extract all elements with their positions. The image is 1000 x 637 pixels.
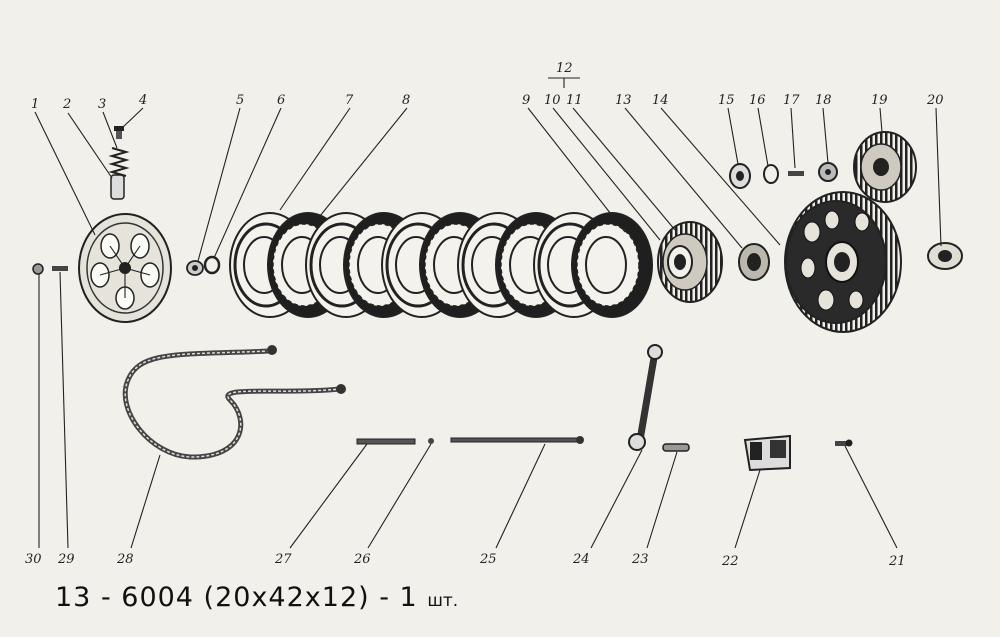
part-6-washer [203, 255, 221, 275]
friction-disc [571, 212, 653, 318]
bearing-caption: 13 - 6004 (20x42x12) - 1 шт. [55, 582, 458, 613]
callout-26: 26 [353, 552, 371, 567]
callout-23: 23 [631, 552, 649, 567]
callout-30: 30 [25, 552, 42, 567]
callout-9: 9 [522, 93, 530, 108]
part-15-bush [729, 163, 751, 189]
part-26-ball [428, 438, 434, 444]
callout-14: 14 [652, 93, 669, 108]
part-28-clutch-cable [122, 345, 346, 460]
part-4-screw [114, 126, 124, 139]
callout-6: 6 [277, 93, 285, 108]
part-19-gear [853, 131, 917, 203]
callout-22: 22 [721, 554, 739, 569]
callout-1: 1 [31, 97, 39, 112]
part-25-push-rod [450, 436, 584, 444]
part-17-pin [788, 171, 804, 176]
part-16-ring [763, 164, 779, 184]
leader-lines [34, 77, 942, 549]
part-29-bolt [52, 266, 68, 271]
callout-28: 28 [116, 552, 134, 567]
callout-27: 27 [274, 552, 292, 567]
callout-25: 25 [479, 552, 497, 567]
part-21-bolt [835, 439, 853, 447]
callout-29: 29 [57, 552, 75, 567]
callout-19: 19 [871, 93, 888, 108]
callout-21: 21 [888, 554, 906, 569]
callout-16: 16 [749, 93, 766, 108]
part-11-clutch-hub [657, 221, 723, 303]
callout-11: 11 [566, 93, 583, 108]
callout-3: 3 [98, 97, 106, 112]
callout-24: 24 [572, 552, 590, 567]
part-2-adjuster-sleeve [110, 174, 125, 200]
callout-5: 5 [236, 93, 244, 108]
caption-main: 13 - 6004 (20x42x12) - 1 [55, 582, 418, 613]
callout-18: 18 [815, 93, 832, 108]
callout-12: 12 [556, 61, 573, 76]
clutch-disc-pack [229, 212, 653, 318]
callout-20: 20 [926, 93, 944, 108]
part-23-pin [662, 443, 690, 452]
callout-13: 13 [615, 93, 632, 108]
caption-unit: шт. [427, 591, 459, 611]
callout-numbers: 1 2 3 4 5 6 7 8 9 10 11 12 13 14 15 16 1… [25, 61, 944, 569]
part-1-pressure-plate [78, 213, 172, 323]
part-13-bearing [738, 243, 770, 281]
part-27-rod [356, 438, 416, 445]
part-5-nut [186, 260, 204, 276]
callout-8: 8 [402, 93, 410, 108]
part-3-spring [108, 147, 130, 177]
part-18-nut [818, 162, 838, 182]
part-24-lever [628, 344, 663, 451]
callout-15: 15 [718, 93, 735, 108]
part-30-nut [32, 263, 44, 275]
callout-2: 2 [62, 97, 71, 112]
callout-10: 10 [544, 93, 561, 108]
part-20-bushing [927, 242, 963, 270]
callout-17: 17 [783, 93, 800, 108]
callout-4: 4 [138, 93, 147, 108]
callout-7: 7 [345, 93, 354, 108]
part-14-clutch-basket [784, 191, 902, 333]
part-22-bracket [743, 434, 791, 472]
